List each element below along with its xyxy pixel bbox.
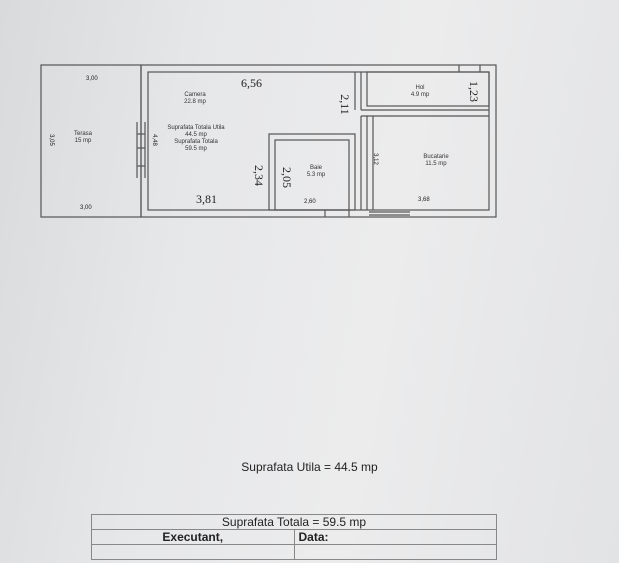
baie-area: 5.3 mp bbox=[306, 172, 326, 178]
dim-bucatarie-bottom: 3,68 bbox=[418, 197, 430, 203]
dim-baie-left-inner: 2,05 bbox=[280, 167, 294, 188]
dim-camera-top: 6,56 bbox=[241, 76, 262, 90]
baie-label: Baie 5.3 mp bbox=[298, 165, 334, 179]
data-value-cell bbox=[293, 544, 497, 560]
dim-baie-left-outer: 2,34 bbox=[252, 165, 266, 186]
dim-bucatarie-left: 3,12 bbox=[371, 153, 378, 165]
dim-terasa-top: 3,00 bbox=[86, 76, 98, 82]
terasa-name: Terasa bbox=[73, 131, 92, 137]
surface-totala-label: Suprafata Totala bbox=[174, 139, 218, 145]
dim-hol-right: 1,23 bbox=[467, 81, 481, 102]
camera-name: Camera bbox=[184, 92, 206, 98]
hol-name: Hol bbox=[415, 85, 425, 91]
hol-label: Hol 4.9 mp bbox=[402, 85, 438, 99]
data-cell: Data: bbox=[293, 529, 497, 545]
baie-name: Baie bbox=[309, 165, 322, 171]
hol-area: 4.9 mp bbox=[410, 92, 430, 98]
hol-walls bbox=[366, 71, 490, 107]
bucatarie-area: 11.5 mp bbox=[425, 161, 447, 167]
bucatarie-label: Bucatarie 11.5 mp bbox=[411, 154, 461, 168]
dim-camera-left: 4,48 bbox=[150, 134, 157, 146]
camera-area: 22.8 mp bbox=[184, 99, 206, 105]
surface-utila-value: 44.5 mp bbox=[185, 132, 207, 138]
executant-cell: Executant, bbox=[91, 529, 295, 545]
info-table: Suprafata Totala = 59.5 mp Executant, Da… bbox=[91, 514, 497, 560]
camera-label: Camera 22.8 mp bbox=[172, 92, 218, 106]
suprafata-utila-summary: Suprafata Utila = 44.5 mp bbox=[241, 460, 378, 474]
surface-utila-label: Suprafata Totala Utila bbox=[167, 125, 225, 131]
surface-totala-value: 59.5 mp bbox=[185, 146, 207, 152]
dim-camera-bottom: 3,81 bbox=[196, 192, 217, 206]
dim-hol-left: 2,11 bbox=[337, 94, 352, 115]
executant-value-cell bbox=[91, 544, 295, 560]
terasa-area: 15 mp bbox=[74, 138, 92, 144]
suprafata-totala-cell: Suprafata Totala = 59.5 mp bbox=[91, 514, 497, 530]
terasa-label: Terasa 15 mp bbox=[66, 131, 100, 145]
dim-baie-bottom: 2,60 bbox=[304, 199, 316, 205]
bucatarie-name: Bucatarie bbox=[423, 154, 449, 160]
building-outer-wall bbox=[140, 64, 497, 218]
surface-note: Suprafata Totala Utila 44.5 mp Suprafata… bbox=[156, 125, 236, 153]
dim-terasa-bottom: 3,00 bbox=[80, 205, 92, 211]
dim-terasa-height: 3,05 bbox=[47, 134, 54, 146]
